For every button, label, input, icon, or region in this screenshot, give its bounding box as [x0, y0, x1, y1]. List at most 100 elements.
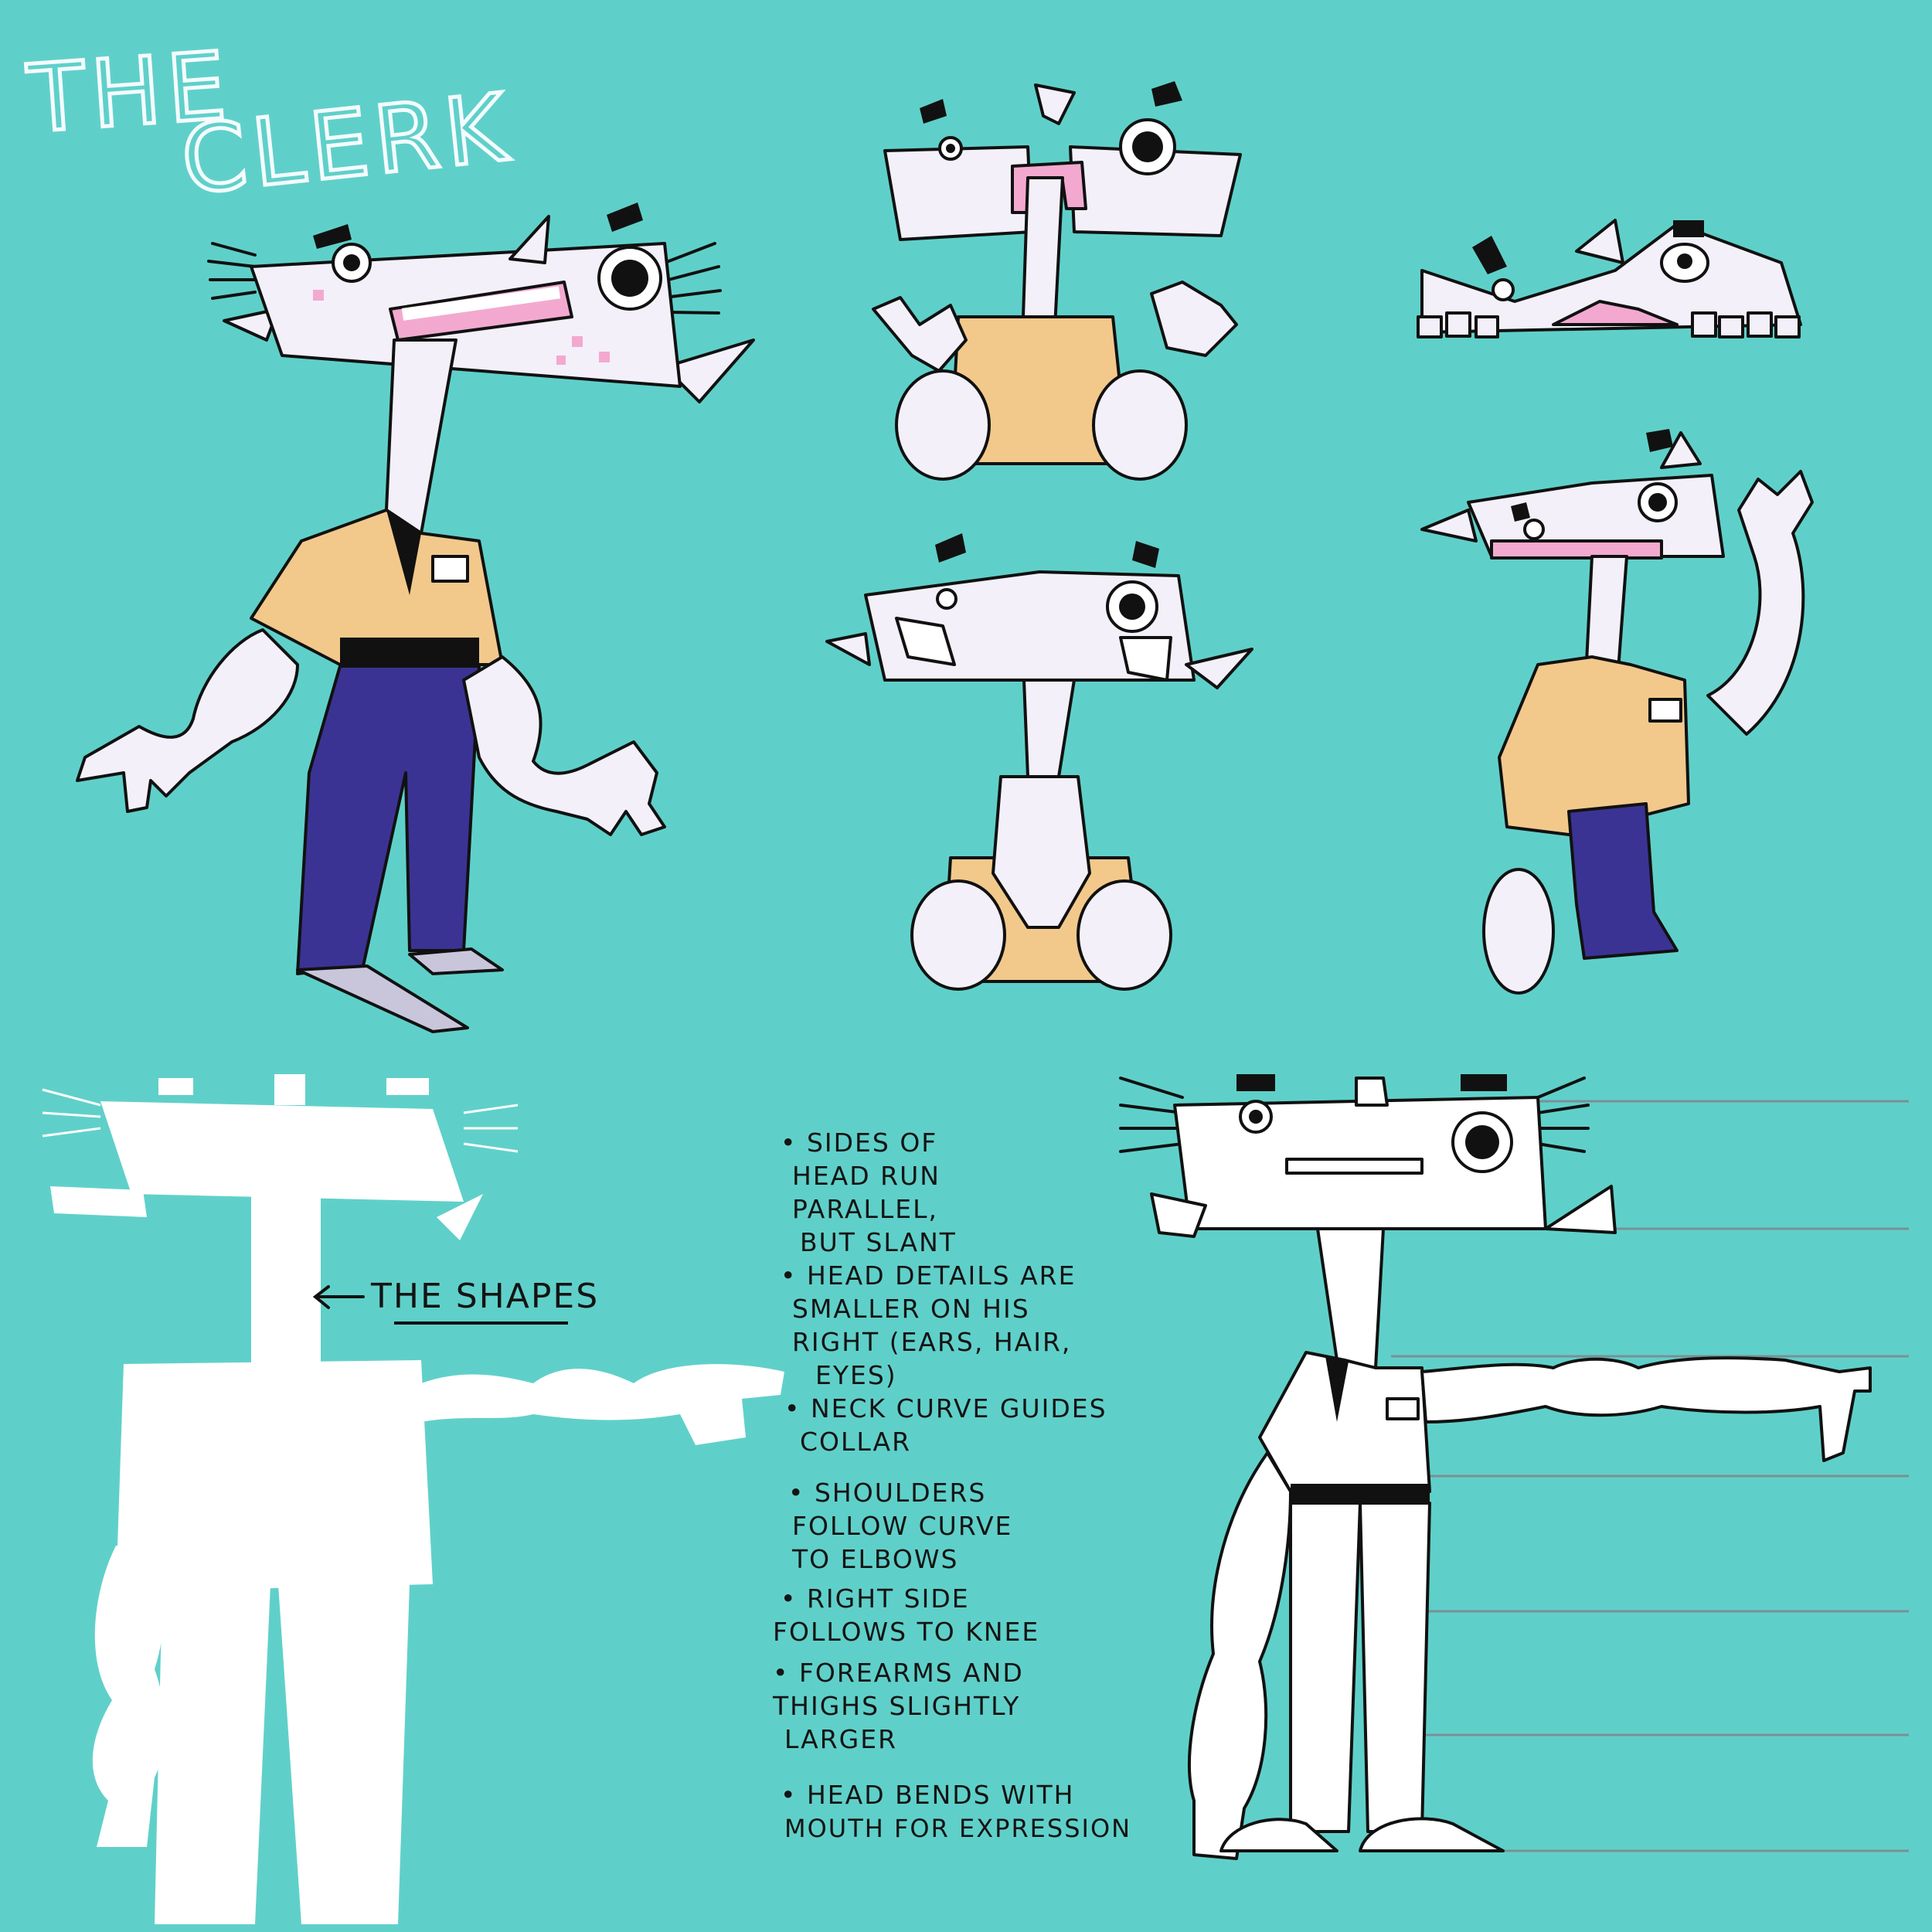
nose — [1660, 431, 1702, 469]
shoulder-right — [1092, 369, 1188, 481]
note-line: • NECK CURVE GUIDES — [784, 1393, 1107, 1423]
silhouette-nose — [274, 1074, 305, 1105]
sheet-title: THE CLERK — [22, 30, 519, 217]
design-notes: • SIDES OF HEAD RUN PARALLEL, BUT SLANT … — [772, 1128, 1131, 1843]
note-line: THIGHS SLIGHTLY — [772, 1691, 1020, 1721]
pupil-left — [343, 254, 360, 271]
shirt — [1258, 1351, 1431, 1493]
eye-left — [1523, 519, 1545, 540]
arm-down — [1188, 1451, 1292, 1860]
shoulder-left — [895, 369, 991, 481]
eyebrow-right — [1673, 220, 1704, 237]
shoe-left — [1219, 1818, 1338, 1852]
ear-left — [1420, 509, 1478, 543]
fingers-row — [1417, 311, 1801, 338]
teeth-left — [895, 617, 956, 666]
whiskers-left — [1119, 1077, 1184, 1153]
pupil-right — [611, 260, 648, 297]
silhouette-brow-right — [386, 1078, 429, 1095]
eyebrow-right — [1461, 1074, 1507, 1091]
eyebrow-left — [1511, 502, 1530, 522]
note-line: BUT SLANT — [800, 1227, 957, 1257]
note-line: • SIDES OF — [781, 1128, 937, 1158]
leg-left — [1289, 1502, 1362, 1833]
title-line-1: THE — [24, 32, 235, 154]
proportion-guides — [1391, 1100, 1909, 1852]
pants — [1567, 802, 1679, 960]
silhouette-ear-left — [50, 1186, 147, 1217]
whiskers-right — [663, 242, 722, 315]
shoe-right — [408, 947, 504, 975]
silhouette-arm-down — [92, 1546, 165, 1847]
shapes-label: THE SHAPES — [370, 1277, 599, 1316]
left-arrow-icon — [312, 1285, 365, 1309]
pupil-left — [1249, 1110, 1263, 1124]
note-line: TO ELBOWS — [791, 1544, 958, 1574]
pupil-right — [1119, 594, 1145, 620]
arm-raised — [1706, 470, 1814, 736]
clerk-pose-angry — [825, 533, 1253, 991]
name-badge — [431, 555, 469, 583]
arm-right — [462, 655, 666, 836]
note-line: • SHOULDERS — [788, 1478, 986, 1508]
teeth — [401, 286, 561, 321]
note-line: • HEAD BENDS WITH — [781, 1780, 1074, 1810]
neck — [1316, 1227, 1385, 1369]
arm-left — [76, 628, 299, 813]
name-badge — [1648, 698, 1682, 723]
neck — [1022, 679, 1076, 778]
pupil-left — [946, 144, 955, 153]
arm-extended — [1420, 1356, 1872, 1462]
hand-right — [1150, 281, 1238, 357]
whiskers-left — [207, 242, 257, 300]
silhouette-ear-right — [437, 1194, 483, 1240]
collar-shadow — [1325, 1356, 1349, 1422]
shoe-left — [296, 964, 469, 1033]
silhouette-leg-left — [155, 1584, 270, 1924]
note-line: • FOREARMS AND — [773, 1658, 1024, 1688]
leg-right — [1359, 1502, 1431, 1833]
eye-left — [936, 588, 957, 610]
blush-marks — [313, 290, 610, 365]
hands-clasped — [992, 775, 1091, 929]
silhouette-whiskers — [42, 1088, 519, 1153]
nose — [1034, 83, 1076, 125]
note-line: FOLLOWS TO KNEE — [773, 1617, 1039, 1647]
collar-shadow — [386, 510, 421, 595]
silhouette-neck — [251, 1194, 321, 1364]
pupil-right — [1648, 493, 1667, 512]
eyebrow-right — [1132, 541, 1159, 568]
eye-left — [1492, 278, 1515, 301]
silhouette-arm-extended — [421, 1364, 784, 1445]
clerk-main-pose — [76, 202, 755, 1033]
note-line: FOLLOW CURVE — [792, 1511, 1012, 1541]
neck — [385, 338, 457, 535]
nose-tip — [509, 215, 550, 264]
ear-right — [1185, 648, 1253, 689]
pupil-right — [1465, 1125, 1499, 1159]
note-line: EYES) — [815, 1360, 897, 1390]
mouth — [1552, 300, 1679, 326]
hand-left — [872, 296, 968, 372]
pupil-right — [1132, 131, 1163, 162]
ear-left — [825, 632, 871, 666]
nose — [1575, 219, 1624, 264]
shoulder-right — [1077, 879, 1172, 991]
shapes-label-group: THE SHAPES — [312, 1277, 599, 1325]
ear-right — [663, 338, 755, 403]
note-line: • HEAD DETAILS ARE — [781, 1260, 1076, 1291]
whiskers-right — [1536, 1077, 1590, 1153]
name-badge — [1386, 1397, 1420, 1420]
mouth — [1490, 539, 1663, 560]
note-line: MOUTH FOR EXPRESSION — [784, 1814, 1131, 1843]
clerk-pose-peeking — [872, 81, 1242, 481]
pupil-right — [1677, 253, 1692, 269]
shoe-right — [1359, 1817, 1505, 1852]
silhouette-torso — [116, 1360, 433, 1592]
note-line: PARALLEL, — [792, 1194, 938, 1224]
clerk-pose-hiding — [1417, 219, 1802, 338]
note-line: • RIGHT SIDE — [781, 1583, 970, 1614]
ear-right — [1544, 1185, 1617, 1234]
silhouette-head — [100, 1101, 464, 1202]
eyebrow-right — [1646, 429, 1673, 452]
